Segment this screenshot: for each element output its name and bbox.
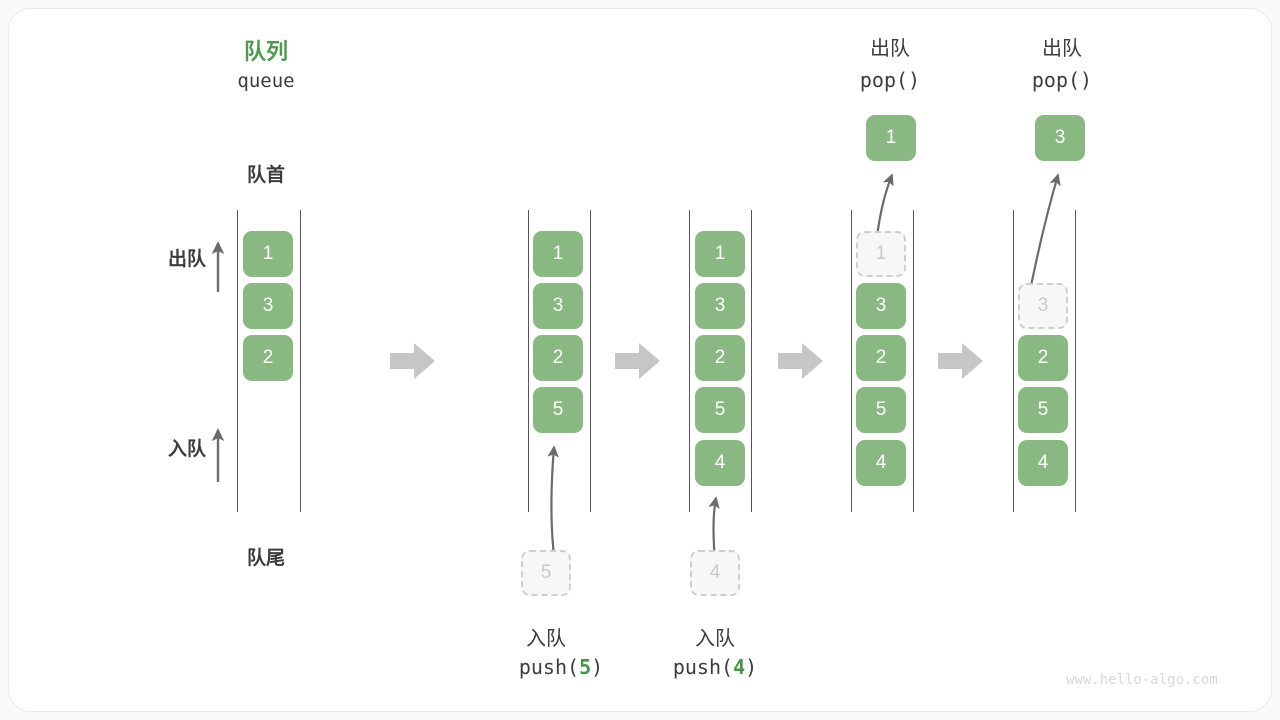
queue-rail-right [300, 210, 301, 512]
queue-rail-right [590, 210, 591, 512]
pop-1-op-label: 出队 [870, 38, 910, 60]
queue-item: 3 [695, 283, 745, 329]
page-title: 队列 [243, 39, 288, 64]
queue-rail-right [1075, 210, 1076, 512]
popped-item: 1 [866, 115, 916, 161]
queue-item-removed: 3 [1018, 283, 1068, 329]
queue-item: 5 [1018, 387, 1068, 433]
rear-label: 队尾 [246, 548, 285, 569]
step-arrow-2 [615, 341, 661, 381]
queue-rail-left [689, 210, 690, 512]
queue-item: 4 [1018, 440, 1068, 486]
queue-item-new: 5 [533, 387, 583, 433]
front-label: 队首 [246, 165, 285, 186]
queue-item: 1 [695, 231, 745, 277]
queue-rail-left [237, 210, 238, 512]
step-arrow-1 [390, 341, 436, 381]
queue-rail-right [913, 210, 914, 512]
pop-1-op-code: pop() [859, 68, 921, 92]
popped-item: 3 [1035, 115, 1085, 161]
queue-item-removed: 1 [856, 231, 906, 277]
dequeue-label: 出队 [167, 249, 206, 270]
queue-item: 3 [533, 283, 583, 329]
queue-item: 1 [243, 231, 293, 277]
queue-item: 5 [856, 387, 906, 433]
queue-rail-left [1013, 210, 1014, 512]
queue-item: 3 [243, 283, 293, 329]
push-4-code-post: ) [745, 655, 758, 679]
queue-item: 1 [533, 231, 583, 277]
push-5-code-arg: 5 [579, 655, 592, 679]
step-arrow-4 [938, 341, 984, 381]
page-title-code: queue [237, 70, 295, 92]
push-4-op-label: 入队 [695, 628, 735, 650]
push-4-op-code: push(4) [630, 655, 800, 679]
push-5-code-post: ) [591, 655, 604, 679]
queue-item: 2 [1018, 335, 1068, 381]
push-5-op-label: 入队 [526, 628, 566, 650]
queue-rail-left [851, 210, 852, 512]
queue-item: 2 [695, 335, 745, 381]
push-4-code-arg: 4 [733, 655, 746, 679]
step-arrow-3 [778, 341, 824, 381]
queue-item: 5 [695, 387, 745, 433]
queue-item: 4 [856, 440, 906, 486]
pop-3-op-code: pop() [1031, 68, 1093, 92]
queue-item: 2 [243, 335, 293, 381]
queue-item: 2 [856, 335, 906, 381]
watermark: www.hello-algo.com [1066, 672, 1218, 688]
enqueue-label: 入队 [167, 439, 206, 460]
push-5-op-code: push(5) [476, 655, 646, 679]
push-4-code-pre: push( [672, 655, 734, 679]
pending-push-item: 5 [521, 550, 571, 596]
pending-push-item: 4 [690, 550, 740, 596]
pop-3-op-label: 出队 [1042, 38, 1082, 60]
queue-item-new: 4 [695, 440, 745, 486]
queue-item: 3 [856, 283, 906, 329]
push-5-code-pre: push( [518, 655, 580, 679]
queue-rail-right [751, 210, 752, 512]
queue-rail-left [528, 210, 529, 512]
queue-item: 2 [533, 335, 583, 381]
